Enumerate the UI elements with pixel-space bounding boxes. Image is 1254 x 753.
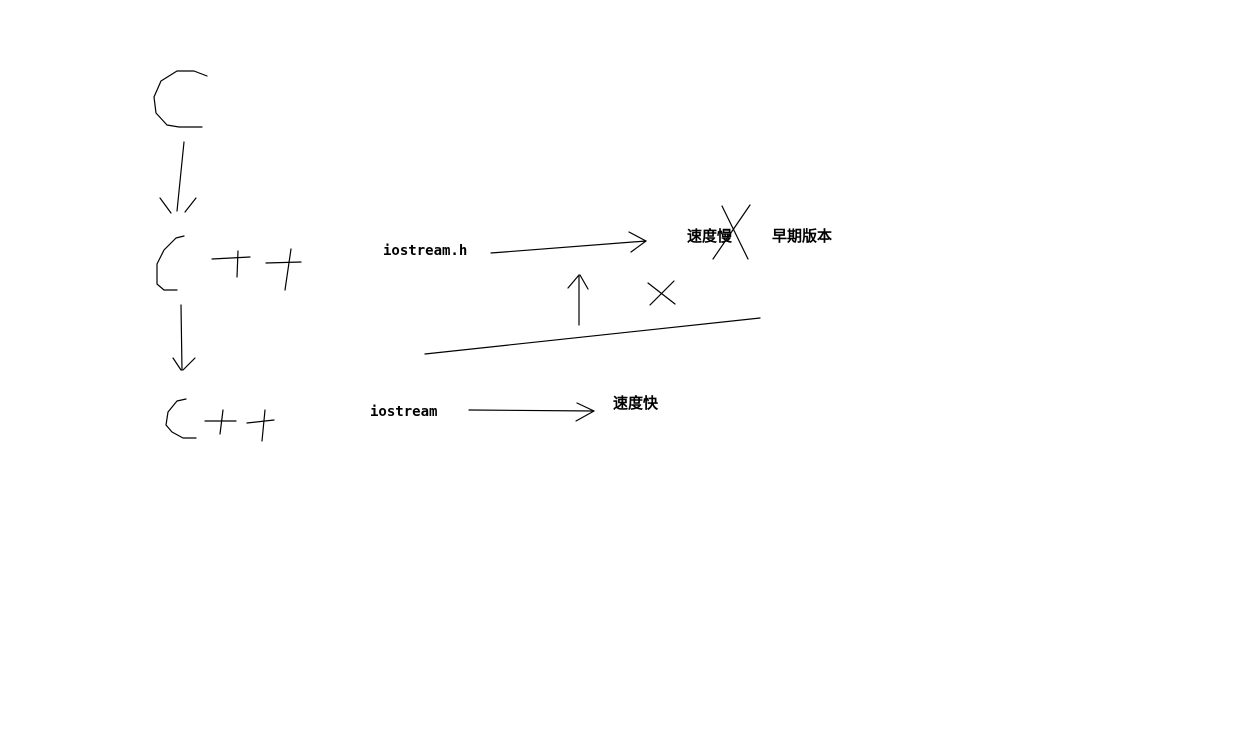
arrow-head-right <box>182 357 196 371</box>
cpp-new-plus1-v <box>219 409 224 435</box>
arrow-iostream-to-fast <box>468 402 595 422</box>
cross-line-2 <box>721 205 749 260</box>
cpp-old-plus2-v <box>284 248 292 291</box>
arrow-iostream-h-to-slow <box>490 231 647 254</box>
cpp-new-c-stroke <box>165 398 197 439</box>
x-line-2 <box>649 280 675 306</box>
arrow-head-bottom <box>630 240 647 253</box>
arrow-cpp-old-to-cpp-new <box>172 304 196 371</box>
divider-line <box>424 317 761 355</box>
cpp-new-plus2-h <box>246 419 275 424</box>
iostream-label: iostream <box>370 404 438 420</box>
arrow-head-right <box>579 274 589 290</box>
small-x-mark <box>647 280 676 306</box>
cross-out-mark <box>712 204 751 260</box>
cross-line-1 <box>712 204 751 260</box>
arrow-shaft <box>176 141 185 212</box>
fast-speed-label: 速度快 <box>613 394 659 412</box>
cpp-new-plus2-v <box>261 409 266 442</box>
arrow-shaft <box>468 409 595 412</box>
cpp-old-plus1-v <box>236 250 239 278</box>
arrow-head-top <box>576 402 595 412</box>
arrow-head-left <box>159 197 172 214</box>
arrow-head-bottom <box>575 410 595 422</box>
slow-speed-label: 速度慢 <box>687 227 733 245</box>
cpp-old-c-stroke <box>156 235 185 291</box>
arrow-c-to-cpp-old <box>159 141 197 214</box>
arrow-shaft <box>180 304 183 371</box>
cpp-old-plus1-h <box>211 256 251 260</box>
cpp-old-plus2-h <box>265 261 302 264</box>
c-node-glyph <box>153 70 208 128</box>
arrow-head-left <box>567 274 580 289</box>
arrow-head-right <box>184 197 197 213</box>
early-version-label: 早期版本 <box>772 227 833 245</box>
arrow-head-left <box>172 357 182 371</box>
c-letter-stroke <box>153 70 208 128</box>
up-arrow <box>567 274 589 326</box>
cpp-old-node-glyph <box>156 235 302 291</box>
iostream-h-label: iostream.h <box>383 243 468 259</box>
cpp-new-node-glyph <box>165 398 275 442</box>
arrow-shaft <box>490 240 647 254</box>
arrow-head-top <box>628 231 647 242</box>
